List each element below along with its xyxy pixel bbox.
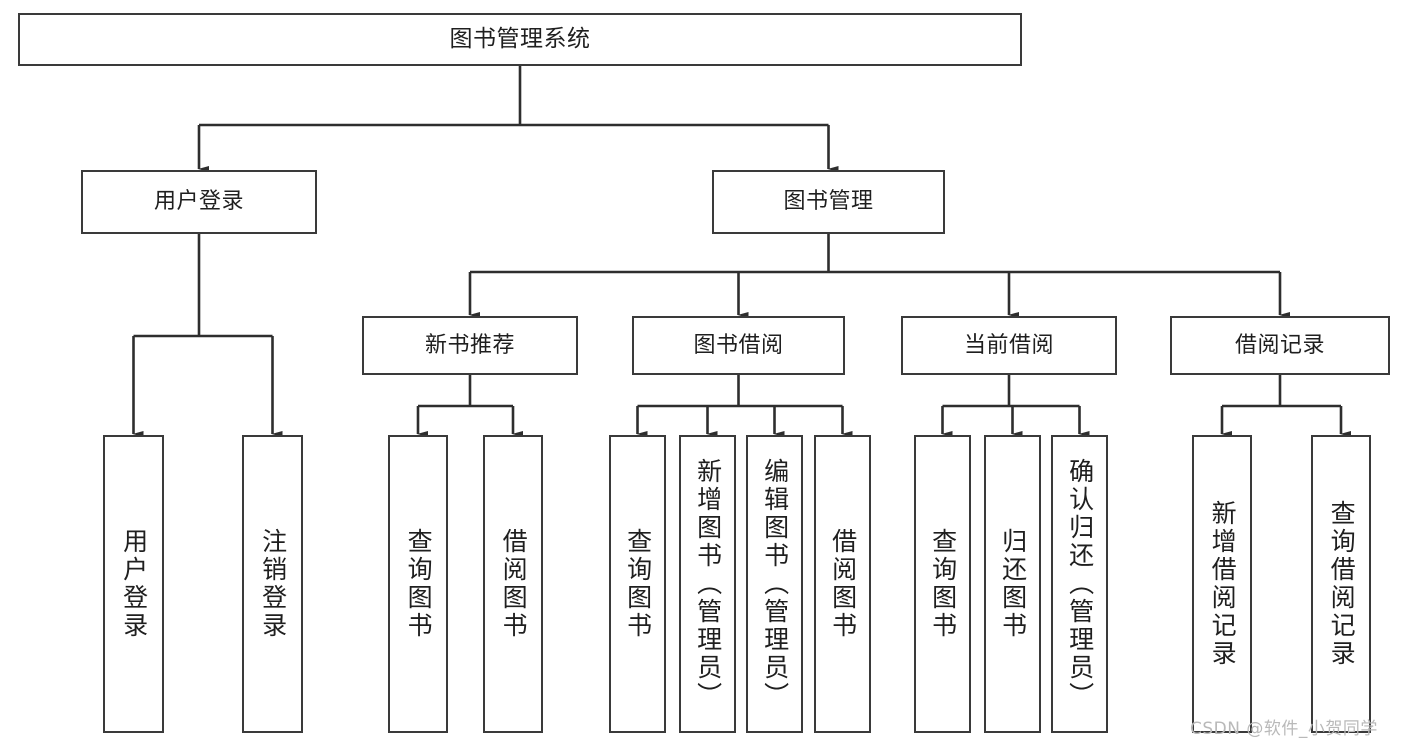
node-current[interactable]: 当前借阅: [901, 316, 1117, 375]
node-l-borrow1[interactable]: 借阅图书: [483, 435, 543, 733]
node-label: 查询图书: [928, 528, 958, 640]
node-l-confirm[interactable]: 确认归还（管理员）: [1051, 435, 1108, 733]
node-l-query1[interactable]: 查询图书: [388, 435, 448, 733]
node-l-borrow2[interactable]: 借阅图书: [814, 435, 871, 733]
node-label: 借阅图书: [828, 528, 858, 640]
node-label: 用户登录: [153, 189, 244, 215]
node-label: 编辑图书（管理员）: [760, 458, 790, 710]
node-l-edit[interactable]: 编辑图书（管理员）: [746, 435, 803, 733]
node-label: 当前借阅: [963, 332, 1054, 358]
node-label: 新增图书（管理员）: [693, 458, 723, 710]
node-label: 借阅图书: [499, 528, 529, 640]
node-l-logout[interactable]: 注销登录: [242, 435, 303, 733]
node-l-query2[interactable]: 查询图书: [609, 435, 666, 733]
node-label: 图书管理系统: [449, 25, 591, 52]
node-l-login[interactable]: 用户登录: [103, 435, 164, 733]
node-label: 查询图书: [623, 528, 653, 640]
node-records[interactable]: 借阅记录: [1170, 316, 1390, 375]
node-label: 用户登录: [119, 528, 149, 640]
node-l-queryrec[interactable]: 查询借阅记录: [1311, 435, 1371, 733]
node-newbook[interactable]: 新书推荐: [362, 316, 578, 375]
node-label: 新书推荐: [424, 332, 515, 358]
node-label: 图书管理: [783, 189, 874, 215]
node-l-addrec[interactable]: 新增借阅记录: [1192, 435, 1252, 733]
node-l-query3[interactable]: 查询图书: [914, 435, 971, 733]
node-bookmgmt[interactable]: 图书管理: [712, 170, 945, 234]
node-label: 新增借阅记录: [1208, 500, 1238, 668]
node-label: 确认归还（管理员）: [1065, 458, 1095, 710]
node-label: 查询借阅记录: [1327, 500, 1357, 668]
node-login[interactable]: 用户登录: [81, 170, 317, 234]
node-l-return[interactable]: 归还图书: [984, 435, 1041, 733]
node-label: 查询图书: [404, 528, 434, 640]
node-l-add[interactable]: 新增图书（管理员）: [679, 435, 736, 733]
node-label: 注销登录: [258, 528, 288, 640]
watermark-text: CSDN @软件_小贺同学: [1190, 719, 1378, 739]
node-label: 借阅记录: [1234, 332, 1325, 358]
node-label: 归还图书: [998, 528, 1028, 640]
node-borrow[interactable]: 图书借阅: [632, 316, 845, 375]
node-root[interactable]: 图书管理系统: [18, 13, 1022, 66]
node-label: 图书借阅: [693, 332, 784, 358]
